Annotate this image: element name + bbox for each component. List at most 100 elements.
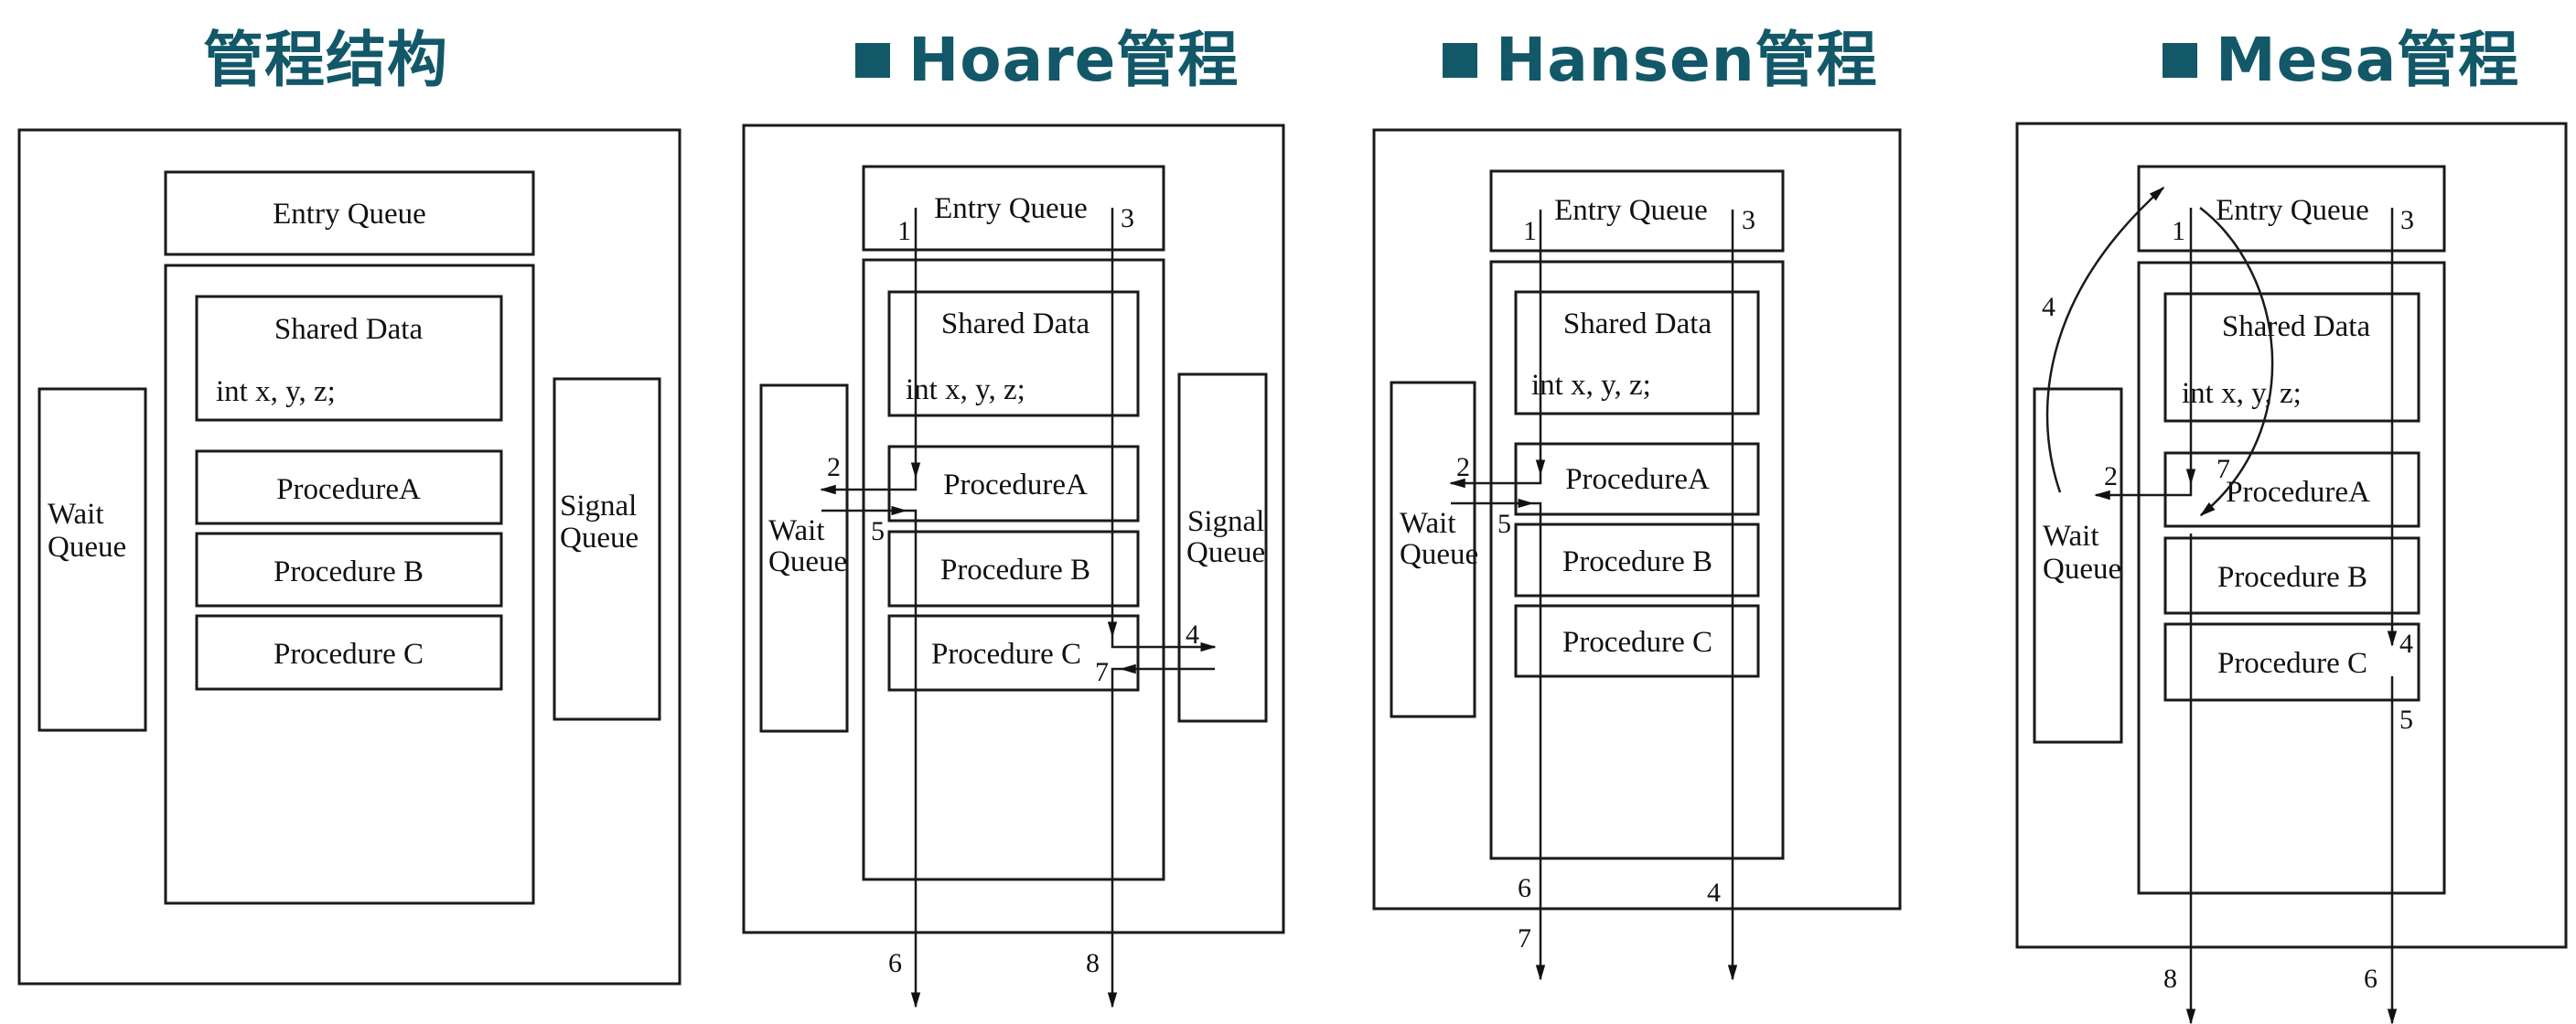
step-label: 5 (871, 516, 885, 546)
flow-arrow-8 (1107, 667, 1122, 1008)
procedure-c-box (887, 614, 1140, 692)
bullet-square-icon (2163, 42, 2197, 78)
procedure-b-box (887, 530, 1140, 608)
wait-queue-label-line2: Queue (1400, 538, 1478, 571)
panel-hansen: Entry Queue Shared Data int x, y, z; Pro… (1372, 128, 1902, 981)
procedure-b-box (1514, 523, 1760, 598)
wait-queue-box (1390, 381, 1476, 718)
step-label: 2 (827, 452, 841, 482)
step-label: 5 (1497, 509, 1511, 539)
procedure-b-label: Procedure B (274, 555, 424, 588)
shared-vars-label: int x, y, z; (1531, 369, 1651, 402)
procedure-b-label: Procedure B (1562, 545, 1712, 578)
flow-arrow-6-7 (1532, 501, 1546, 981)
signal-queue-label-line2: Queue (1186, 536, 1265, 569)
step-label: 3 (1121, 203, 1134, 233)
signal-queue-box (1177, 372, 1268, 723)
procedure-b-box (2163, 536, 2420, 615)
signal-queue-label-line1: Signal (560, 490, 637, 523)
wait-queue-box (759, 383, 849, 733)
shared-vars-label: int x, y, z; (906, 373, 1025, 406)
flow-arrow-2 (820, 477, 918, 495)
step-label: 4 (2399, 629, 2413, 659)
procedure-b-label: Procedure B (2217, 561, 2367, 594)
panel-title-hansen: Hansen管程 (1443, 24, 1878, 97)
step-label: 2 (1456, 452, 1470, 482)
entry-queue-label: Entry Queue (2216, 194, 2369, 227)
procedure-c-box (1514, 604, 1760, 678)
procedure-c-label: Procedure C (2217, 647, 2367, 680)
shared-data-box (195, 295, 503, 422)
panel-hoare: Entry Queue Shared Data int x, y, z; Pro… (742, 124, 1285, 1008)
flow-arrow-6 (906, 509, 921, 1008)
step-label: 1 (897, 216, 911, 246)
procedure-a-box (887, 445, 1140, 523)
step-label: 6 (2364, 964, 2377, 994)
procedure-a-label: ProcedureA (276, 473, 421, 506)
procedure-a-label: ProcedureA (2226, 476, 2370, 509)
signal-queue-box (553, 377, 661, 721)
procedure-b-box (195, 532, 503, 608)
wait-queue-label-line1: Wait (2043, 520, 2099, 553)
panel-structure: Entry Queue Shared Data int x, y, z; Pro… (17, 128, 682, 986)
step-label: 1 (1523, 216, 1537, 246)
panel-mesa: Entry Queue Shared Data int x, y, z; Pro… (2015, 122, 2568, 1024)
entry-queue-box (862, 165, 1165, 252)
entry-queue-box (2137, 165, 2446, 253)
step-label: 4 (2042, 292, 2055, 322)
panel-title-structure: 管程结构 (203, 24, 448, 97)
shared-data-box (1514, 290, 1760, 415)
shared-data-box (887, 290, 1140, 417)
entry-queue-box (164, 170, 535, 256)
procedure-a-box (1514, 442, 1760, 516)
step-label: 3 (2400, 205, 2414, 235)
flow-arrow-2 (1449, 474, 1542, 489)
procedure-c-label: Procedure C (931, 638, 1081, 671)
shared-vars-label: int x, y, z; (2182, 377, 2302, 410)
step-label: 4 (1707, 878, 1721, 908)
wait-queue-box (38, 387, 147, 732)
procedure-c-label: Procedure C (1562, 626, 1712, 659)
entry-queue-label: Entry Queue (934, 192, 1088, 225)
step-label: 5 (2399, 705, 2413, 735)
shared-vars-label: int x, y, z; (216, 375, 336, 408)
shared-data-label: Shared Data (1563, 307, 1712, 340)
wait-queue-label-line1: Wait (48, 498, 104, 531)
entry-queue-label: Entry Queue (273, 198, 426, 231)
flow-curve-arrow-7 (2199, 207, 2274, 517)
step-label: 6 (1518, 873, 1531, 903)
flow-curve-arrow-4 (2045, 186, 2165, 493)
procedure-a-box (195, 449, 503, 525)
title-text: Hoare管程 (908, 25, 1240, 95)
shared-data-label: Shared Data (941, 307, 1090, 340)
procedure-a-label: ProcedureA (1565, 463, 1710, 496)
step-label: 8 (2163, 964, 2177, 994)
signal-queue-label-line1: Signal (1187, 505, 1264, 538)
title-text: Hansen管程 (1496, 25, 1878, 95)
procedure-c-box (195, 614, 503, 691)
signal-queue-label-line2: Queue (560, 522, 639, 555)
wait-queue-label-line2: Queue (2043, 553, 2121, 586)
wait-queue-label-line1: Wait (768, 514, 825, 547)
wait-queue-label-line2: Queue (768, 545, 847, 578)
bullet-square-icon (855, 42, 890, 78)
shared-data-label: Shared Data (2222, 310, 2371, 343)
procedure-b-label: Procedure B (940, 554, 1090, 587)
panel-title-hoare: Hoare管程 (855, 24, 1239, 97)
wait-queue-label-line2: Queue (48, 531, 126, 564)
wait-queue-label-line1: Wait (1400, 507, 1456, 540)
step-label: 1 (2172, 216, 2185, 246)
step-label: 2 (2104, 461, 2118, 491)
flow-arrow-2 (2094, 483, 2193, 501)
step-label: 4 (1186, 620, 1199, 650)
procedure-c-label: Procedure C (274, 638, 424, 671)
step-label: 3 (1742, 205, 1755, 235)
procedure-c-box (2163, 622, 2420, 702)
step-label: 7 (2216, 454, 2230, 484)
procedure-a-label: ProcedureA (943, 469, 1088, 501)
step-label: 7 (1095, 657, 1109, 687)
title-text: Mesa管程 (2216, 25, 2520, 95)
shared-data-box (2163, 292, 2420, 423)
panel-title-mesa: Mesa管程 (2163, 24, 2519, 97)
